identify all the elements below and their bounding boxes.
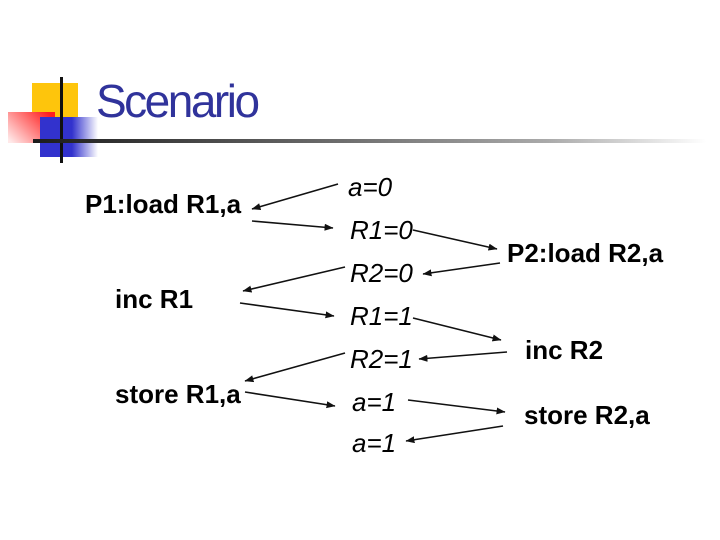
page-title: Scenario bbox=[96, 75, 260, 127]
p1-instruction-load: P1:load R1,a bbox=[85, 189, 242, 219]
edge-arrow bbox=[412, 317, 502, 342]
state-r2-0: R2=0 bbox=[350, 258, 413, 288]
edge-arrow bbox=[418, 351, 508, 362]
edge-arrow bbox=[407, 399, 506, 415]
edge-arrow bbox=[405, 425, 504, 444]
state-a1: a=1 bbox=[352, 387, 397, 417]
p2-instruction-load: P2:load R2,a bbox=[507, 238, 664, 268]
decoration-vertical-line bbox=[60, 77, 63, 163]
state-a0: a=0 bbox=[348, 172, 393, 202]
edge-arrow bbox=[244, 352, 346, 383]
edge-arrow bbox=[251, 183, 339, 210]
edge-arrow bbox=[251, 220, 334, 231]
state-r1-1: R1=1 bbox=[350, 301, 413, 331]
p2-instruction-inc: inc R2 bbox=[525, 335, 604, 365]
state-r1-0: R1=0 bbox=[350, 215, 413, 245]
state-r2-1: R2=1 bbox=[350, 344, 413, 374]
title-underline-rule bbox=[33, 139, 720, 143]
state-a1-final: a=1 bbox=[352, 428, 397, 458]
edge-arrow bbox=[422, 262, 501, 277]
p1-instruction-store: store R1,a bbox=[115, 379, 241, 409]
edge-arrow bbox=[244, 391, 336, 409]
edge-arrow bbox=[242, 266, 346, 293]
p2-instruction-store: store R2,a bbox=[524, 400, 650, 430]
p1-instruction-inc: inc R1 bbox=[115, 284, 194, 314]
decoration-blue-square bbox=[40, 117, 98, 157]
edge-arrow bbox=[239, 302, 335, 319]
edge-arrow bbox=[412, 229, 498, 251]
